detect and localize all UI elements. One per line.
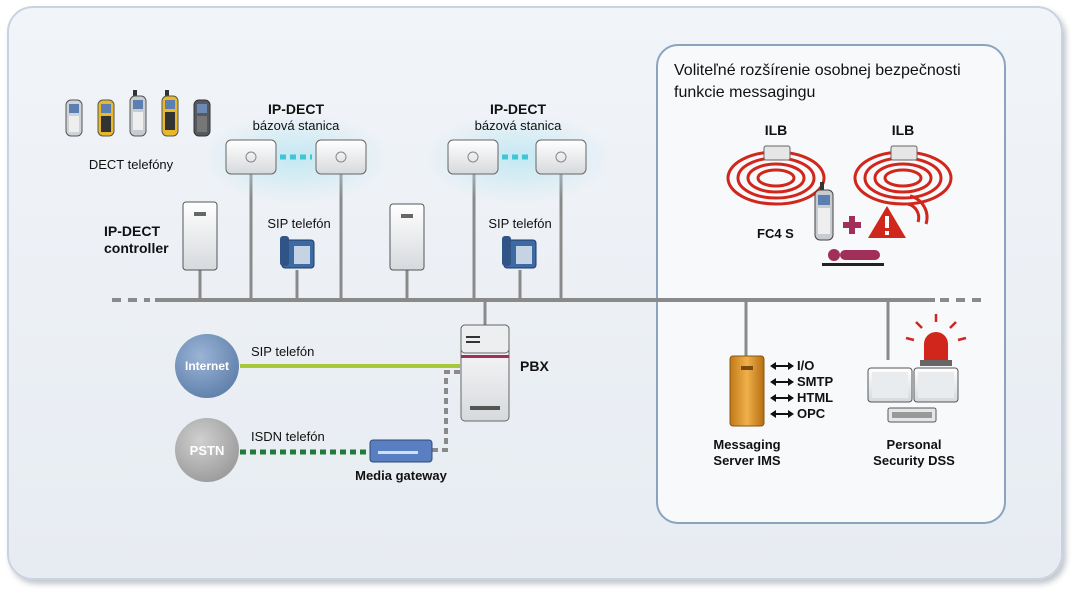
messaging-server-label-line2: Server IMS [713,453,781,468]
controller-label-line2: controller [104,240,169,256]
protocol-io: I/O [797,358,815,373]
base-station-left-title: IP-DECT [268,101,324,117]
controller-icon [182,201,218,271]
base-station-left-subtitle: bázová stanica [252,118,340,133]
base-station-right-icon [447,139,587,175]
gateway-pbx-link [432,370,460,452]
internet-cloud-icon [175,334,239,398]
security-dss-label-line2: Security DSS [873,453,955,468]
protocol-opc: OPC [797,406,826,421]
security-dss-label-line1: Personal [886,437,942,452]
fc4s-label: FC4 S [757,226,794,241]
sip-phone-left-icon [280,236,315,269]
protocol-arrows [773,365,791,415]
media-gateway-icon [369,439,433,463]
ilb-right-label: ILB [891,122,915,138]
warning-icon [868,194,929,238]
pstn-label: PSTN [189,443,225,458]
pstn-cloud-icon [175,418,239,482]
base-station-right-title: IP-DECT [490,101,546,117]
pbx-label: PBX [520,358,549,374]
controller-2-icon [389,203,425,271]
fc4s-handset-icon [814,182,834,241]
messaging-server-label-line1: Messaging [713,437,781,452]
sip-phone-right-label: SIP telefón [488,216,552,231]
man-down-icon [822,216,884,266]
ilb-left-label: ILB [764,122,788,138]
sip-phone-right-icon [502,236,537,269]
optional-extension-panel [656,44,1006,524]
ilb-right-icon [853,145,953,206]
ilb-left-icon [726,145,826,206]
panel-title-line1: Voliteľné rozšírenie osobnej bezpečnosti [674,62,961,79]
dect-phones-icon [65,90,211,137]
internet-link-label: SIP telefón [251,344,315,359]
messaging-server-icon [729,355,765,427]
dect-phones-label: DECT telefóny [88,157,174,172]
media-gateway-label: Media gateway [355,468,447,483]
protocol-html: HTML [797,390,834,405]
sip-phone-left-label: SIP telefón [267,216,331,231]
internet-label: Internet [184,359,230,373]
protocol-smtp: SMTP [797,374,834,389]
pbx-icon [460,324,510,422]
base-station-right-subtitle: bázová stanica [474,118,562,133]
base-station-left-icon [225,139,367,175]
panel-title-line2: funkcie messagingu [674,84,816,101]
protocol-arrowheads [770,362,794,418]
security-dss-icon [867,314,967,423]
controller-label-line1: IP-DECT [104,223,160,239]
isdn-link-label: ISDN telefón [251,429,325,444]
